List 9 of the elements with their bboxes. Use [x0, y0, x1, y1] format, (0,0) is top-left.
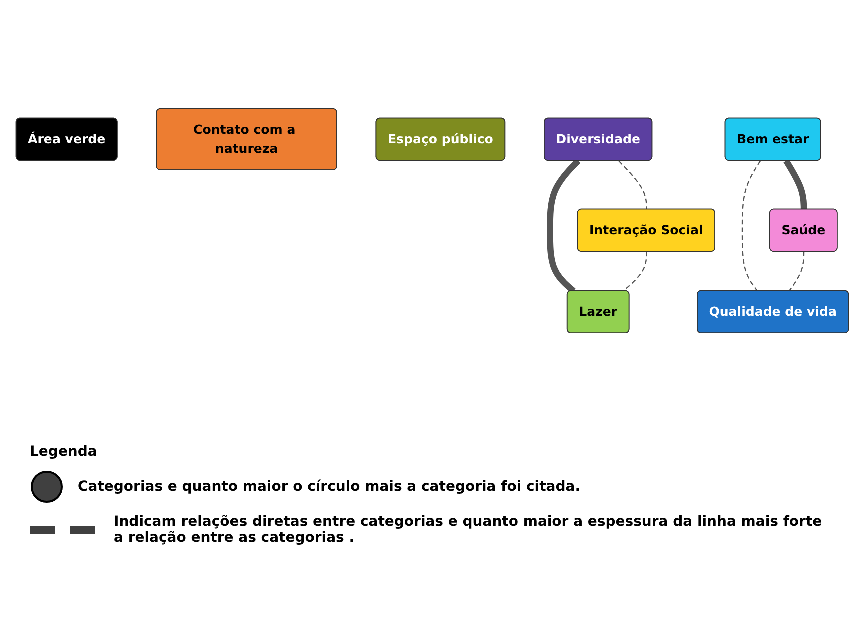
connector: [784, 159, 808, 210]
connector: [618, 160, 648, 210]
legend-text: Categorias e quanto maior o círculo mais a categoria foi citada.: [78, 479, 581, 495]
connector: [623, 252, 648, 292]
legend-heading: Legenda: [30, 444, 98, 460]
legend-text: Indicam relações diretas entre categorias e quanto maior a espessura da linha mais forte a relação entre as categorias .: [114, 514, 824, 546]
connector: [547, 158, 581, 294]
connector: [788, 252, 805, 292]
connector: [742, 160, 762, 292]
